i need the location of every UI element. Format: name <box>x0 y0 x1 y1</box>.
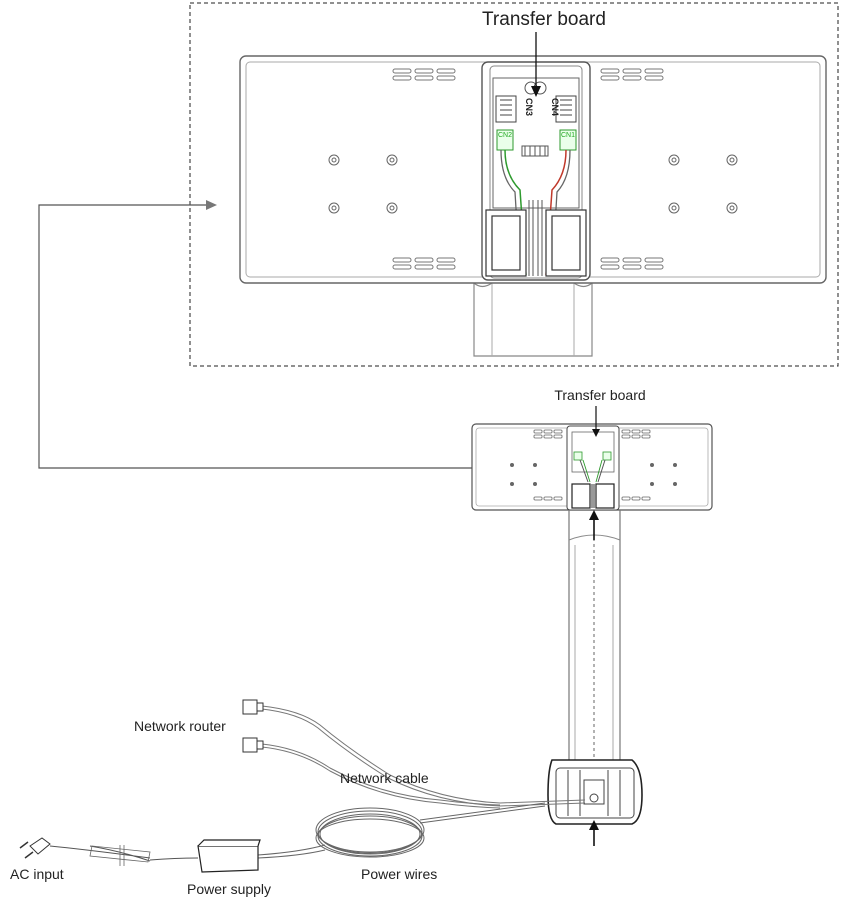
cn1-connector <box>559 129 577 151</box>
power-wire-to-supply <box>257 844 326 859</box>
zoom-connector-arrow <box>38 200 478 469</box>
network-cable <box>261 705 586 809</box>
stand-base <box>547 759 643 825</box>
cn4-label: CN4 <box>550 98 560 116</box>
green-wire <box>504 149 527 276</box>
transfer-board-bay: CN3 CN4 CN2 CN1 <box>481 61 591 281</box>
stand-pole <box>568 510 621 770</box>
red-wire <box>545 149 567 276</box>
power-supply-brick <box>149 839 261 873</box>
transfer-board-title-top: Transfer board <box>482 9 606 30</box>
network-router-label: Network router <box>134 718 226 734</box>
network-cable-label: Network cable <box>340 770 429 786</box>
ac-plug <box>19 837 151 866</box>
svg-text:CN1: CN1 <box>561 132 575 139</box>
zoom-stand-neck <box>473 283 593 357</box>
power-wire-coil <box>315 802 546 858</box>
zoom-vent-slots <box>392 68 664 270</box>
transfer-board-title-bottom: Transfer board <box>554 387 645 403</box>
svg-text:CN2: CN2 <box>498 132 512 139</box>
stand-assembly: Transfer board <box>471 387 713 846</box>
ac-input-label: AC input <box>10 866 64 882</box>
zoom-screw-holes <box>328 154 738 214</box>
rj45-plug-2 <box>242 737 264 753</box>
cn3-label: CN3 <box>524 98 534 116</box>
rj45-plug-1 <box>242 699 264 715</box>
power-wires-label: Power wires <box>361 866 437 882</box>
power-supply-label: Power supply <box>187 881 271 897</box>
zoom-dashed-frame <box>189 2 839 367</box>
zoom-detail: CN3 CN4 CN2 CN1 <box>189 2 839 367</box>
